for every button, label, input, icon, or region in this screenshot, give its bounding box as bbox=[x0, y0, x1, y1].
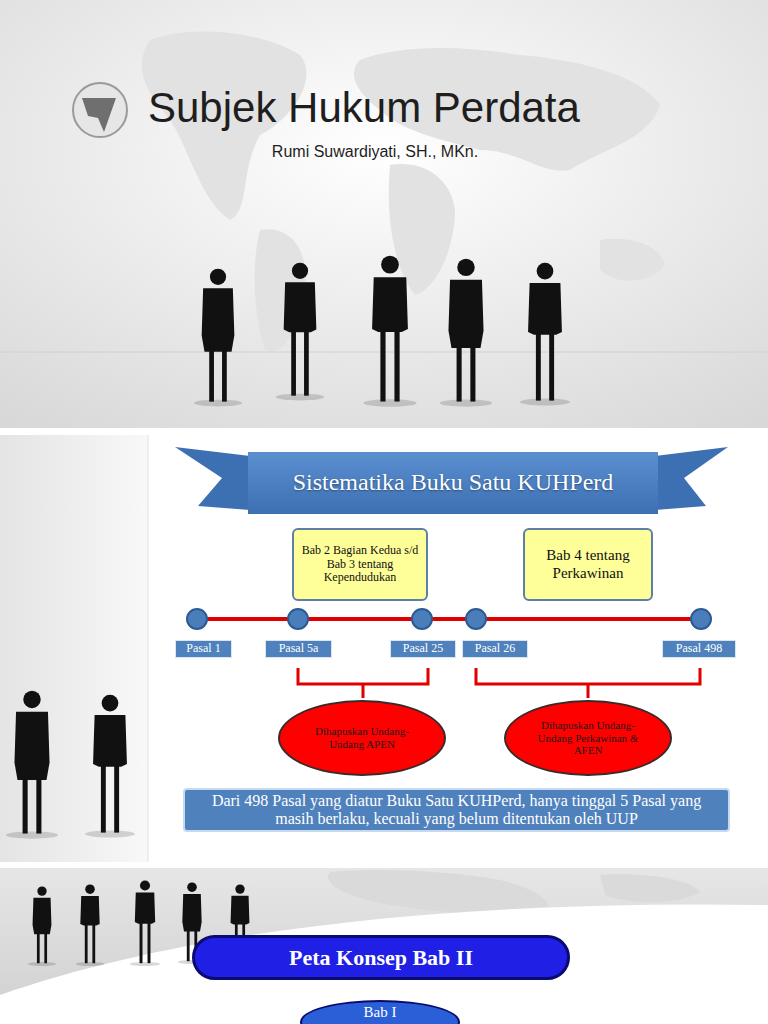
node-text: Dihapuskan Undang-Undang APEN bbox=[310, 725, 414, 750]
person-silhouette bbox=[6, 691, 58, 839]
repeal-ellipse: Dihapuskan Undang-Undang APEN bbox=[278, 700, 446, 776]
panel-edge bbox=[148, 435, 149, 862]
world-map bbox=[142, 32, 665, 352]
logo-icon bbox=[73, 83, 127, 137]
person-silhouette bbox=[76, 884, 105, 966]
repeal-ellipse: Dihapuskan Undang-Undang Perkawinan & AF… bbox=[504, 700, 672, 776]
pasal-label: Pasal 498 bbox=[662, 640, 736, 658]
people-silhouettes bbox=[194, 256, 571, 407]
node-text: Sistematika Buku Satu KUHPerd bbox=[293, 469, 614, 497]
node-text: Pasal 498 bbox=[676, 642, 722, 656]
timeline-line bbox=[197, 617, 701, 621]
white-swoosh bbox=[0, 904, 768, 1024]
node-text: Bab 2 Bagian Kedua s/d Bab 3 tentang Kep… bbox=[300, 544, 420, 585]
person-silhouette bbox=[440, 259, 492, 407]
node-text: Dihapuskan Undang-Undang Perkawinan & AF… bbox=[536, 719, 640, 757]
node-text: Pasal 1 bbox=[186, 642, 220, 656]
summary-box: Dari 498 Pasal yang diatur Buku Satu KUH… bbox=[183, 788, 730, 833]
person-silhouette bbox=[194, 269, 243, 407]
side-panel bbox=[0, 435, 148, 862]
author-subtitle: Rumi Suwardiyati, SH., MKn. bbox=[200, 143, 550, 161]
slide-background bbox=[0, 435, 768, 862]
slide-gap bbox=[0, 428, 768, 435]
node-text: Bab 4 tentang Perkawinan bbox=[531, 547, 645, 582]
pasal-label: Pasal 1 bbox=[175, 640, 232, 658]
node-text: Pasal 26 bbox=[475, 642, 515, 656]
brackets bbox=[298, 668, 700, 698]
title-ribbon: Sistematika Buku Satu KUHPerd bbox=[248, 452, 658, 514]
concept-pill: Peta Konsep Bab II bbox=[192, 935, 570, 980]
pasal-label: Pasal 25 bbox=[390, 640, 456, 658]
person-silhouette bbox=[85, 695, 135, 838]
person-silhouette bbox=[520, 263, 570, 406]
chapter-box: Bab 4 tentang Perkawinan bbox=[523, 528, 653, 601]
person-silhouette bbox=[28, 886, 56, 966]
node-text: Pasal 5a bbox=[279, 642, 319, 656]
person-silhouette bbox=[130, 880, 160, 966]
chapter-box: Bab 2 Bagian Kedua s/d Bab 3 tentang Kep… bbox=[292, 528, 428, 601]
person-silhouette bbox=[276, 263, 325, 401]
pasal-label: Pasal 5a bbox=[265, 640, 332, 658]
node-text: Bab I bbox=[364, 1004, 397, 1021]
slide-background bbox=[0, 0, 768, 428]
node-text: Dari 498 Pasal yang diatur Buku Satu KUH… bbox=[195, 792, 718, 829]
pasal-label: Pasal 26 bbox=[462, 640, 528, 658]
timeline-dots bbox=[187, 609, 711, 629]
person-silhouette bbox=[363, 256, 416, 407]
slide-gap bbox=[0, 862, 768, 868]
slide-title: Subjek Hukum Perdata bbox=[148, 84, 580, 132]
people-silhouettes bbox=[6, 691, 135, 839]
node-text: Pasal 25 bbox=[403, 642, 443, 656]
node-text: Peta Konsep Bab II bbox=[289, 945, 473, 970]
chapter-ellipse: Bab I bbox=[300, 1000, 460, 1024]
